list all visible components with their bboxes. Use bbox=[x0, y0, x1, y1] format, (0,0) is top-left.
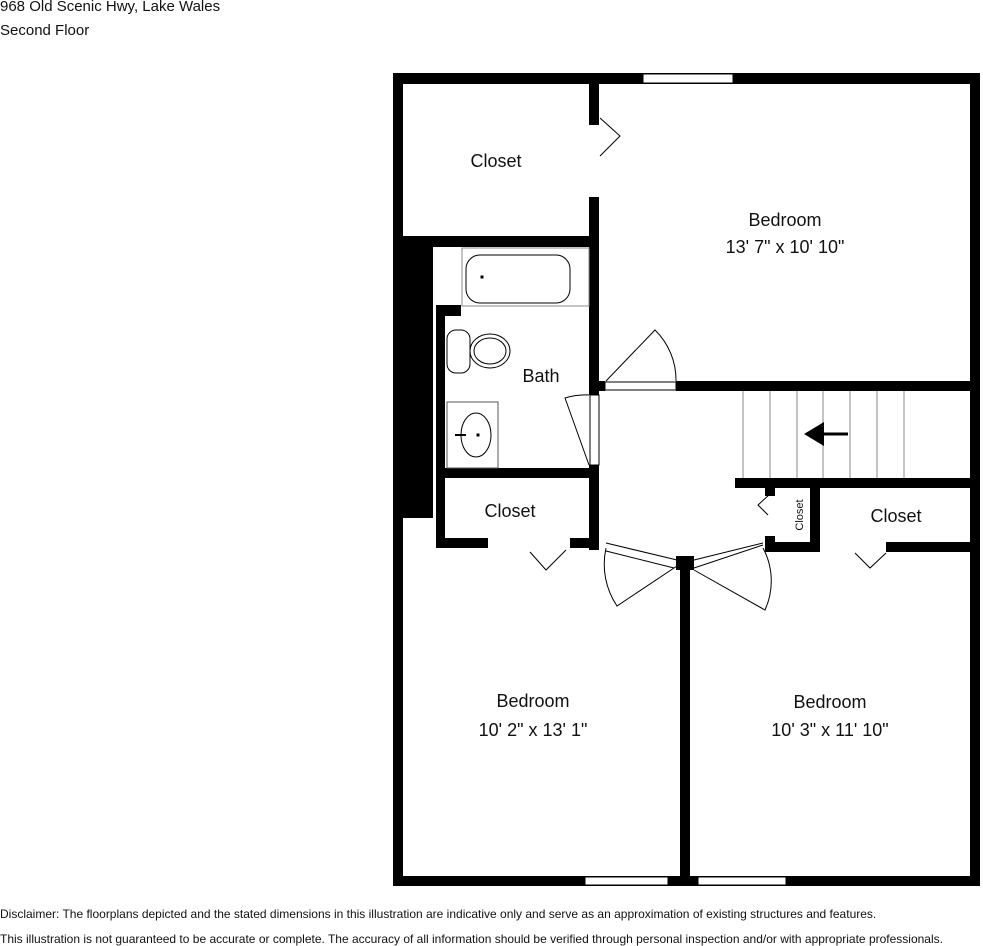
closet-top-door bbox=[599, 117, 621, 157]
walls bbox=[393, 73, 980, 886]
label-bedroom-top: Bedroom bbox=[748, 210, 821, 230]
label-bedroom-right: Bedroom bbox=[793, 692, 866, 712]
toilet bbox=[446, 329, 471, 374]
closet-left-door bbox=[529, 549, 567, 571]
disclaimer-line-1: Disclaimer: The floorplans depicted and … bbox=[0, 907, 877, 921]
closet-right-door bbox=[854, 552, 887, 569]
bedroom-top-door bbox=[605, 329, 677, 382]
window-bottom-right bbox=[697, 876, 787, 886]
dims-bedroom-top: 13' 7" x 10' 10" bbox=[726, 237, 845, 257]
dims-bedroom-right: 10' 3" x 11' 10" bbox=[771, 720, 888, 740]
bath-door bbox=[564, 394, 590, 466]
door-frame-bath bbox=[589, 394, 600, 466]
window-bottom-left bbox=[584, 876, 669, 886]
bedroom-right-door bbox=[693, 542, 772, 611]
windows bbox=[584, 73, 787, 886]
dims-bedroom-left: 10' 2" x 13' 1" bbox=[479, 720, 588, 740]
door-frame-bedroom bbox=[604, 381, 677, 391]
bedroom-left-door bbox=[603, 542, 678, 607]
label-closet-left: Closet bbox=[484, 501, 535, 521]
stairs-arrow-icon bbox=[804, 422, 848, 446]
label-bedroom-left: Bedroom bbox=[496, 691, 569, 711]
label-closet-top: Closet bbox=[470, 151, 521, 171]
label-closet-small: Closet bbox=[794, 499, 806, 530]
disclaimer-line-2: This illustration is not guaranteed to b… bbox=[0, 932, 943, 946]
sink-vanity bbox=[446, 401, 499, 469]
closet-small-door bbox=[757, 493, 771, 516]
stairs bbox=[742, 391, 905, 478]
floor-name: Second Floor bbox=[0, 22, 90, 39]
bathtub bbox=[465, 254, 571, 304]
label-bath: Bath bbox=[522, 366, 559, 386]
label-closet-right: Closet bbox=[870, 506, 921, 526]
doors bbox=[529, 117, 887, 611]
fixtures bbox=[446, 247, 905, 478]
address: 968 Old Scenic Hwy, Lake Wales bbox=[0, 0, 221, 15]
window-top bbox=[642, 73, 734, 84]
